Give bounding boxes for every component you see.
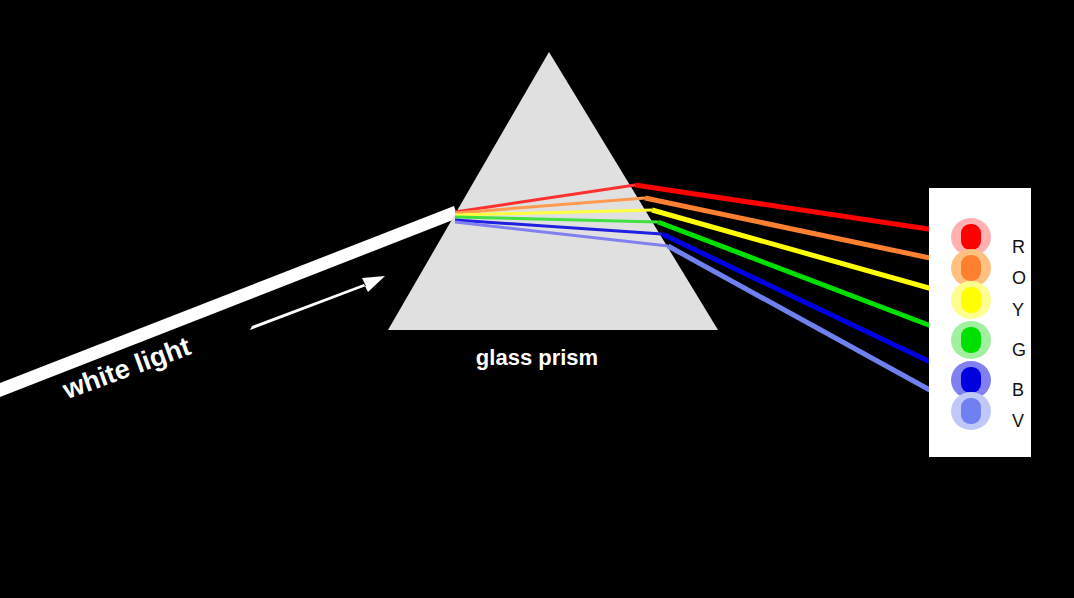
color-letter: R: [1012, 237, 1025, 258]
direction-arrow: [250, 276, 385, 330]
color-letter: Y: [1012, 300, 1024, 321]
color-letter: B: [1012, 380, 1024, 401]
color-letter: O: [1012, 268, 1026, 289]
white-light-beam: [0, 206, 458, 397]
prism-label: glass prism: [476, 345, 598, 371]
color-letter: G: [1012, 340, 1026, 361]
outer-rays: [635, 185, 968, 411]
spectrum-screen: ROYGBV: [929, 188, 1031, 457]
color-letter: V: [1012, 411, 1024, 432]
inner-rays: [455, 185, 668, 246]
